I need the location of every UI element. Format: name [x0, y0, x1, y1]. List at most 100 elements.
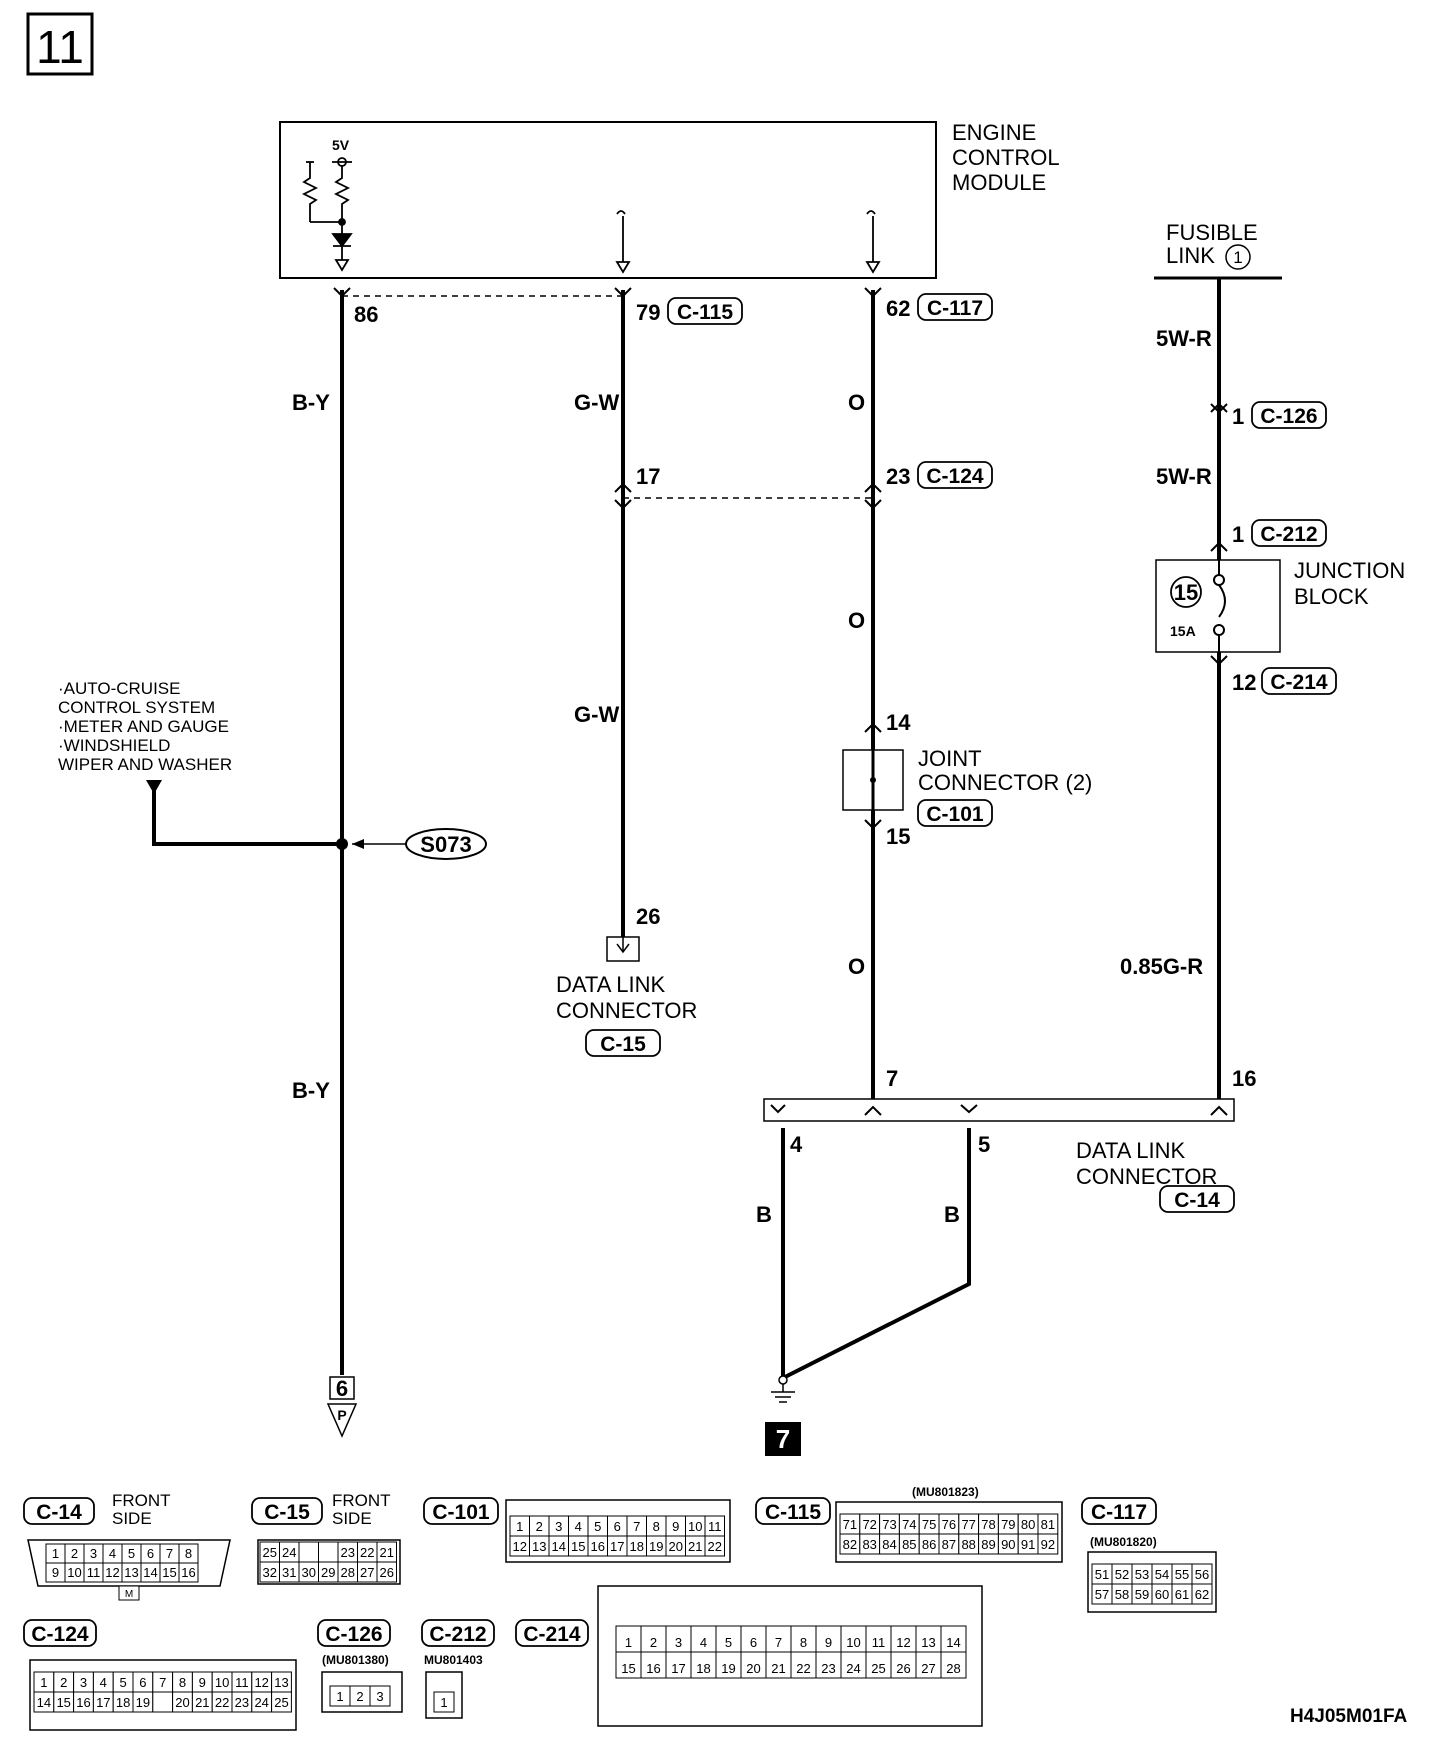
wire-label-o-1: O: [848, 390, 865, 415]
view-pin-c124: 19: [136, 1695, 150, 1710]
view-pin-c214: 11: [872, 1635, 886, 1650]
side-note-3: ·METER AND GAUGE: [58, 717, 229, 736]
view-pin-c101: 5: [594, 1519, 601, 1534]
view-pin-c115: 80: [1021, 1517, 1035, 1532]
ecm-internal-circuit: 5V: [301, 137, 881, 274]
view-pin-c214: 6: [750, 1635, 757, 1650]
view-pin-c115: 82: [843, 1537, 857, 1552]
view-pin-c214: 27: [921, 1661, 935, 1676]
joint-connector-title-1: JOINT: [918, 746, 982, 771]
view-pin-c115: 77: [961, 1517, 975, 1532]
ground-ref: 7: [776, 1424, 790, 1454]
view-pin-c117: 51: [1095, 1567, 1109, 1582]
view-pin-c101: 14: [552, 1539, 566, 1554]
view-cell: [298, 1541, 319, 1563]
pin-12: 12: [1232, 670, 1256, 695]
view-pin-c117: 58: [1115, 1587, 1129, 1602]
dlc-upper-title-2: CONNECTOR: [556, 998, 697, 1023]
badge-c126: C-126: [1260, 405, 1317, 428]
badge-c124: C-124: [926, 465, 984, 488]
view-pin-c101: 9: [672, 1519, 679, 1534]
view-pin-c101: 19: [649, 1539, 663, 1554]
view-pin-c101: 8: [653, 1519, 660, 1534]
view-pin-c124: 3: [80, 1675, 87, 1690]
view-pin-c214: 5: [725, 1635, 732, 1650]
c14-key-label: M: [125, 1589, 133, 1600]
view-pin-c124: 9: [199, 1675, 206, 1690]
ref-p-arrow: [326, 1403, 358, 1438]
view-cell: [815, 1625, 842, 1653]
view-pin-c115: 87: [942, 1537, 956, 1552]
view-pin-c15: 28: [341, 1565, 355, 1580]
view-pin-c101: 12: [513, 1539, 527, 1554]
view-pin-c14: 2: [71, 1546, 78, 1561]
view-pin-c212: 1: [440, 1695, 447, 1710]
wire-label-by-2: B-Y: [292, 1078, 330, 1103]
view-cell: [740, 1651, 767, 1679]
ref-6: 6: [336, 1376, 348, 1401]
view-pin-c214: 22: [796, 1661, 810, 1676]
pin-62: 62: [886, 296, 910, 321]
wires: [152, 278, 1221, 1380]
view-pin-c124: 6: [139, 1675, 146, 1690]
view-pin-c124: 11: [235, 1675, 249, 1690]
view-pin-c101: 20: [669, 1539, 683, 1554]
view-pin-c124: 10: [215, 1675, 229, 1690]
view-pin-c214: 26: [896, 1661, 910, 1676]
dlc-lower-title-1: DATA LINK: [1076, 1138, 1186, 1163]
view-pin-c214: 28: [946, 1661, 960, 1676]
view-pin-c101: 6: [614, 1519, 621, 1534]
view-pin-c126: 2: [356, 1689, 363, 1704]
view-cell: [790, 1651, 817, 1679]
view-pin-c214: 19: [721, 1661, 735, 1676]
view-cell: [740, 1625, 767, 1653]
view-pin-c14: 5: [128, 1546, 135, 1561]
view-cell: [369, 1685, 391, 1707]
pin-16: 16: [1232, 1066, 1256, 1091]
view-pin-c214: 15: [621, 1661, 635, 1676]
fuse-rating: 15A: [1170, 623, 1196, 639]
pin-1-c212: 1: [1232, 522, 1244, 547]
view-pin-c14: 14: [143, 1565, 157, 1580]
view-pin-c101: 17: [610, 1539, 624, 1554]
view-pin-c14: 8: [185, 1546, 192, 1561]
view-pin-c115: 74: [902, 1517, 916, 1532]
view-pin-c124: 7: [159, 1675, 166, 1690]
fuse-symbol: [1213, 552, 1226, 660]
view-badge-c124: [23, 1619, 97, 1647]
fusible-link-title-1: FUSIBLE: [1166, 220, 1258, 245]
view-pin-c214: 13: [921, 1635, 935, 1650]
view-pin-c214: 21: [771, 1661, 785, 1676]
view-cell: [152, 1691, 174, 1713]
view-pin-c124: 13: [274, 1675, 288, 1690]
wire-label-5wr-2: 5W-R: [1156, 464, 1212, 489]
side-note-4: ·WINDSHIELD: [58, 736, 170, 755]
view-pin-c101: 16: [591, 1539, 605, 1554]
view-pin-c214: 18: [696, 1661, 710, 1676]
view-side-c15-1: FRONT: [332, 1491, 391, 1510]
view-pin-c115: 71: [843, 1517, 857, 1532]
view-pin-c115: 84: [882, 1537, 896, 1552]
view-pin-c117: 55: [1175, 1567, 1189, 1582]
page-number-box: [26, 12, 94, 76]
view-cell: [704, 1535, 725, 1557]
view-pin-c15: 31: [282, 1565, 296, 1580]
view-pin-c101: 2: [536, 1519, 543, 1534]
view-pin-c214: 4: [700, 1635, 707, 1650]
ecm-title: ENGINE CONTROL MODULE: [952, 120, 1060, 195]
badge-c212: C-212: [1260, 523, 1317, 546]
view-label-c126: C-126: [325, 1623, 382, 1646]
ground-symbol: [771, 1375, 795, 1403]
view-pin-c117: 59: [1135, 1587, 1149, 1602]
view-label-c124: C-124: [31, 1623, 89, 1646]
view-pin-c115: 88: [961, 1537, 975, 1552]
view-pin-c126: 3: [376, 1689, 383, 1704]
view-pin-c214: 14: [946, 1635, 960, 1650]
pin-1-c126: 1: [1232, 404, 1244, 429]
wire-label-by-1: B-Y: [292, 390, 330, 415]
connector-badge-text: C-115 C-117 C-124 C-126 C-212 C-214 C-10…: [600, 297, 1328, 1212]
view-pin-c214: 20: [746, 1661, 760, 1676]
view-badge-c214: [515, 1619, 589, 1647]
view-pin-c117: 60: [1155, 1587, 1169, 1602]
view-pin-c101: 22: [708, 1539, 722, 1554]
